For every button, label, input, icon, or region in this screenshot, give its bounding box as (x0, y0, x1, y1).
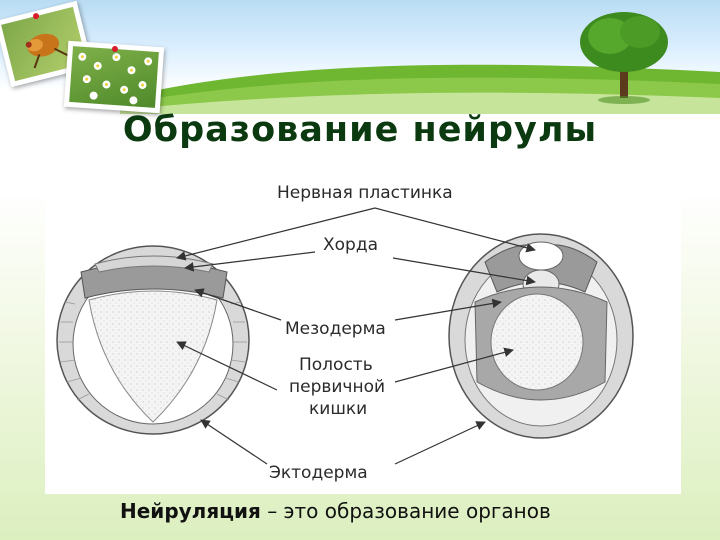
label-notochord: Хорда (323, 235, 378, 255)
neurula-diagram-panel: Нервная пластинка Хорда Мезодерма Полост… (45, 172, 681, 494)
label-ectoderm: Эктодерма (269, 463, 368, 483)
label-arrows (176, 207, 536, 465)
grass-hill (120, 64, 720, 114)
caption-definition: – это образование органов (260, 499, 551, 523)
label-neural-plate: Нервная пластинка (277, 183, 453, 203)
slide-caption: Нейруляция – это образование органов (120, 499, 551, 523)
label-cavity-line3: кишки (309, 399, 367, 419)
label-cavity-line1: Полость (299, 355, 373, 375)
label-mesoderm: Мезодерма (285, 319, 386, 339)
slide-title: Образование нейрулы (122, 110, 598, 150)
right-embryo-section (448, 233, 634, 439)
label-cavity-line2: первичной (289, 377, 385, 397)
flowers-photo (63, 40, 165, 114)
neurula-diagram: Нервная пластинка Хорда Мезодерма Полост… (56, 183, 634, 483)
caption-term: Нейруляция (120, 499, 261, 523)
left-embryo-section (56, 245, 250, 435)
tree-illustration (580, 12, 668, 104)
